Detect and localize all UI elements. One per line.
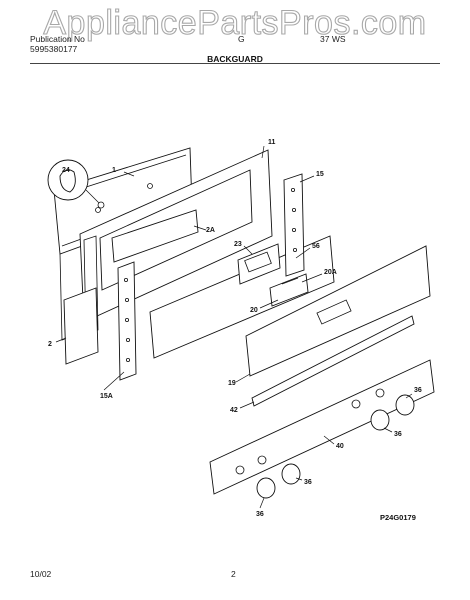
part-42-trim [251,315,415,407]
model-suffix: 37 WS [320,34,346,44]
callout-2: 2 [48,341,52,348]
footer-page-number: 2 [231,569,236,579]
part-15a-left-bracket [117,261,137,381]
publication-label: Publication No [30,34,85,44]
part-2-side-panel [63,287,99,365]
callout-36-top: 36 [414,387,422,394]
callout-40: 40 [336,443,344,450]
part-20-switch [269,273,309,307]
callout-2a: 2A [206,227,215,234]
part-19-control-panel [245,245,431,377]
callout-56: 56 [312,243,320,250]
callout-19: 19 [228,380,236,387]
callout-15: 15 [316,171,324,178]
part-40-manifold-panel [209,359,435,495]
callout-36-bottom: 36 [256,511,264,518]
diagram-code: P24G0179 [380,513,416,522]
callout-42: 42 [230,407,238,414]
section-title: BACKGUARD [207,54,263,64]
callout-36-lower: 36 [304,479,312,486]
callout-1: 1 [112,167,116,174]
leader-lines [55,145,413,509]
callout-20: 20 [250,307,258,314]
part-36-knobs [256,394,415,499]
callout-23: 23 [234,241,242,248]
part-24-detail-callout [47,159,105,209]
callout-36-mid: 36 [394,431,402,438]
publication-number: 5995380177 [30,44,78,54]
callout-11: 11 [268,139,276,146]
header-rule [30,63,440,64]
footer-date: 10/02 [30,569,52,579]
part-15-right-bracket [283,173,305,277]
model-prefix: G [238,34,245,44]
callout-20a: 20A [324,269,337,276]
part-2a-bracket [111,209,199,263]
watermark-logo: AppliancePartsPros.com [43,3,427,42]
callout-15a: 15A [100,393,113,400]
part-23-clock [237,243,281,285]
callout-24: 24 [62,167,70,174]
